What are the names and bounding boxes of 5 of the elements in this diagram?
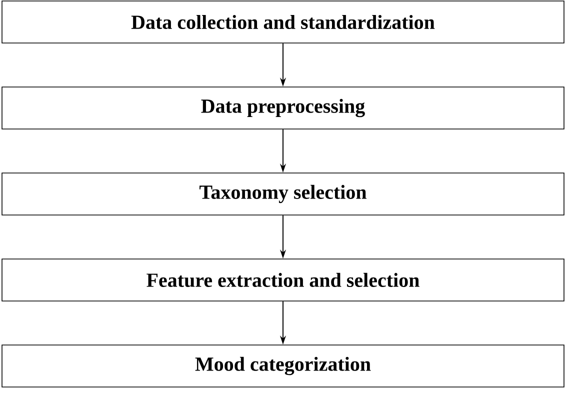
process-box: Taxonomy selection [2,172,564,216]
process-box: Feature extraction and selection [2,258,564,302]
process-box: Data preprocessing [2,86,564,130]
process-box: Mood categorization [2,344,564,388]
process-box: Data collection and standardization [2,0,564,44]
